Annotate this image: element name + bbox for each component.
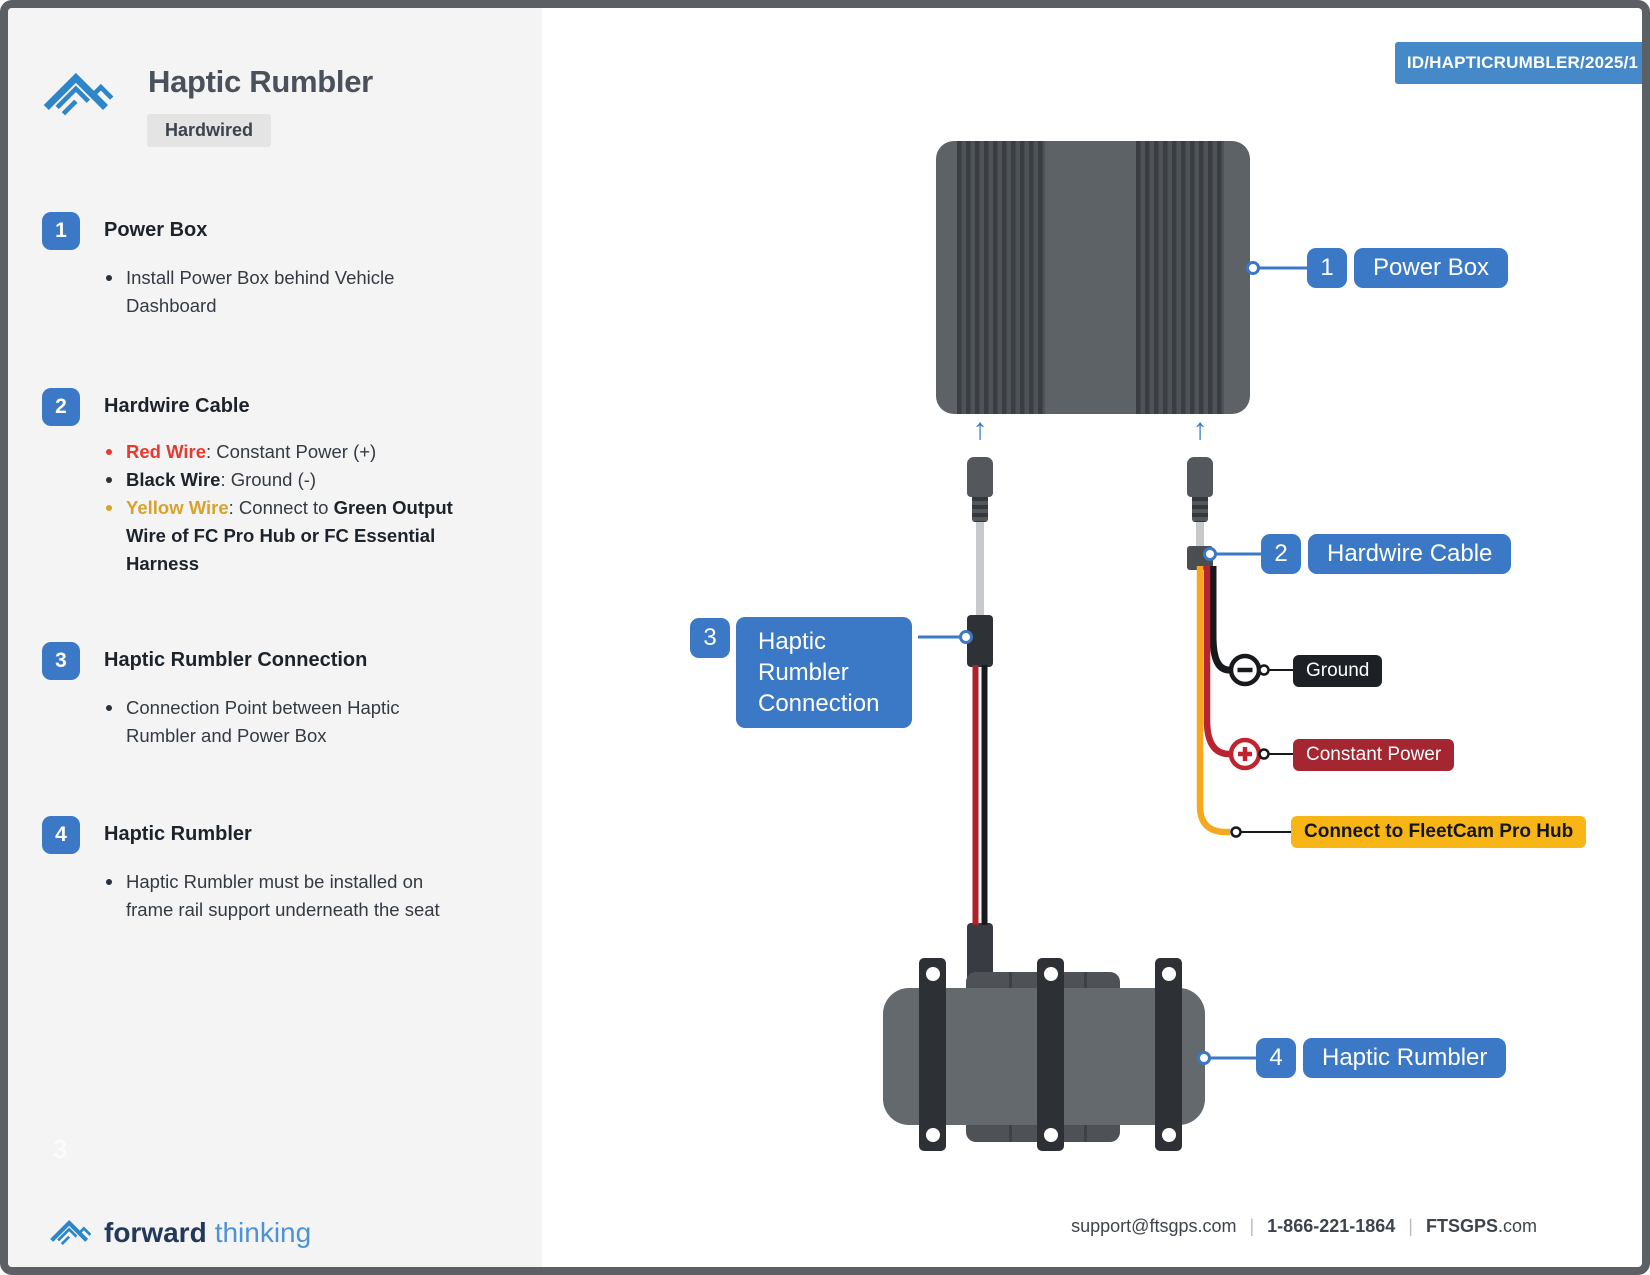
step-3: 3 Haptic Rumbler Connection Connection P… — [42, 642, 400, 746]
step-2-number: 2 — [42, 388, 80, 426]
left-cable-plug-neck — [972, 497, 988, 522]
device-wire-connector — [967, 923, 993, 978]
page-number: 3 — [53, 1134, 68, 1164]
bullet-dot — [106, 705, 112, 711]
step-1-number: 1 — [42, 212, 80, 250]
bullet-dot — [106, 449, 112, 455]
page-title: Haptic Rumbler — [148, 64, 373, 99]
step-3-heading: Haptic Rumbler Connection — [104, 649, 368, 671]
footer-contact: support@ftsgps.com | 1-866-221-1864 | FT… — [1071, 1216, 1537, 1237]
step-4-heading: Haptic Rumbler — [104, 823, 252, 845]
step-1: 1 Power Box Install Power Box behind Veh… — [42, 212, 394, 316]
up-arrow-icon: ↑ — [972, 413, 988, 446]
bracket-hole — [1043, 1128, 1058, 1142]
power-box-ridges — [1136, 141, 1224, 414]
bracket-hole — [1161, 1128, 1176, 1142]
haptic-rumbler-connection-illustration — [967, 615, 993, 667]
right-cable-plug-neck — [1192, 497, 1208, 522]
bullet-dot — [106, 275, 112, 281]
callout-4-number: 4 — [1256, 1038, 1296, 1078]
callout-2-number: 2 — [1261, 534, 1301, 574]
separator: | — [1249, 1216, 1255, 1236]
mounting-bracket — [1037, 958, 1064, 1151]
support-email: support@ftsgps.com — [1071, 1216, 1237, 1236]
brand-logo-icon-small — [50, 1219, 92, 1246]
left-cable-plug — [967, 457, 993, 497]
plus-icon — [1228, 737, 1293, 771]
callout-3-number: 3 — [690, 618, 730, 658]
step-2-heading: Hardwire Cable — [104, 395, 250, 417]
up-arrow-icon: ↑ — [1192, 413, 1208, 446]
yellow-wire — [1196, 566, 1230, 836]
bracket-hole — [925, 967, 940, 981]
step-3-bullet: Connection Point between Haptic Rumbler … — [104, 694, 449, 750]
constant-power-label: Constant Power — [1293, 739, 1455, 771]
step-1-bullet: Install Power Box behind Vehicle Dashboa… — [104, 264, 434, 320]
document-id-badge: ID/HAPTICRUMBLER/2025/1 — [1395, 42, 1642, 84]
callout-1-number: 1 — [1307, 248, 1347, 288]
bracket-hole — [1043, 967, 1058, 981]
callout-1-label: Power Box — [1354, 248, 1509, 288]
callout-3-label: Haptic Rumbler Connection — [736, 617, 912, 728]
support-phone: 1-866-221-1864 — [1267, 1216, 1396, 1236]
mounting-bracket — [919, 958, 946, 1151]
bullet-dot — [106, 879, 112, 885]
brand-word-forward: forward — [104, 1217, 207, 1248]
hardwired-badge: Hardwired — [147, 114, 272, 147]
right-cable-plug — [1187, 457, 1213, 497]
callout-4-label: Haptic Rumbler — [1303, 1038, 1507, 1078]
step-2-bullet-black: Black Wire: Ground (-) — [104, 466, 496, 494]
right-cable — [1196, 522, 1204, 548]
black-wire — [1209, 566, 1230, 674]
sidebar: Haptic Rumbler Hardwired 1 Power Box Ins… — [8, 8, 542, 1267]
bullet-dot — [106, 477, 112, 483]
step-4-number: 4 — [42, 816, 80, 854]
separator: | — [1408, 1216, 1413, 1236]
minus-icon — [1228, 653, 1293, 687]
ground-label: Ground — [1293, 655, 1383, 687]
brand-word-thinking: thinking — [214, 1217, 312, 1248]
step-4-bullet: Haptic Rumbler must be installed on fram… — [104, 868, 472, 924]
bracket-hole — [1161, 967, 1176, 981]
mounting-bracket — [1155, 958, 1182, 1151]
step-3-number: 3 — [42, 642, 80, 680]
power-box-ridges — [957, 141, 1045, 414]
bracket-hole — [925, 1128, 940, 1142]
callout-2-label: Hardwire Cable — [1308, 534, 1512, 574]
step-2-bullet-red: Red Wire: Constant Power (+) — [104, 438, 496, 466]
left-cable — [976, 522, 984, 617]
fleetcam-hub-label: Connect to FleetCam Pro Hub — [1291, 816, 1587, 848]
wire-terminal-ring — [1230, 826, 1242, 838]
hardwire-cable-split-block — [1187, 546, 1213, 570]
step-4: 4 Haptic Rumbler Haptic Rumbler must be … — [42, 816, 440, 920]
power-box-illustration — [936, 141, 1250, 414]
footer-brand: forward thinking — [48, 1210, 311, 1256]
step-2-bullet-yellow: Yellow Wire: Connect to Green Output Wir… — [104, 494, 496, 578]
brand-logo-icon — [43, 72, 114, 116]
step-1-heading: Power Box — [104, 219, 208, 241]
step-2: 2 Hardwire Cable Red Wire: Constant Powe… — [42, 388, 453, 574]
bullet-dot — [106, 505, 112, 511]
website: FTSGPS.com — [1425, 1216, 1537, 1236]
red-wire — [1203, 566, 1230, 758]
